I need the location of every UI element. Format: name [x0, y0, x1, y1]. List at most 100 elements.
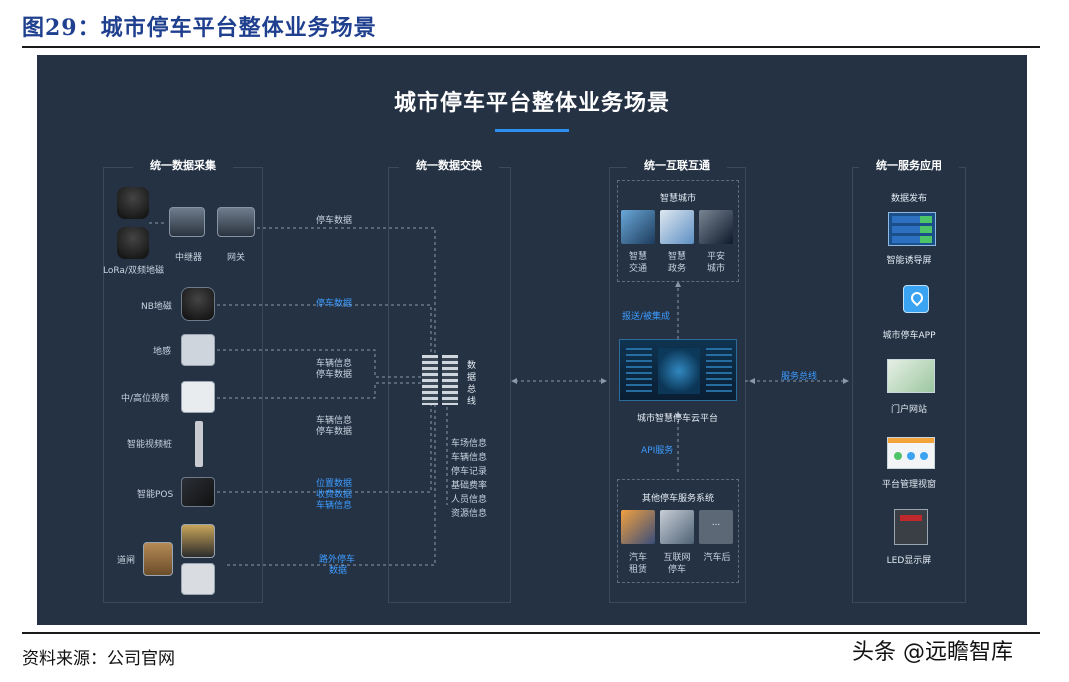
link-label-4a: 车辆信息: [316, 416, 353, 426]
video-camera: [181, 381, 215, 413]
app-label: 交通: [628, 264, 647, 274]
dashboard-panel: [626, 348, 652, 394]
app-label: 平安: [706, 252, 725, 262]
diagram-panel: 城市停车平台整体业务场景 统一数据采集 统一数据交换 统一互联互通 统一服务应用: [37, 55, 1027, 625]
relay-device: [169, 207, 205, 237]
link-label-5a: 位置数据: [316, 479, 353, 489]
arrow-left-exchange: [511, 378, 517, 384]
link-label-3a: 车辆信息: [316, 359, 353, 369]
app-photo-traffic: [621, 210, 655, 244]
sense-device: [181, 334, 215, 366]
exchange-item: 停车记录: [451, 467, 488, 477]
other-label: 互联网: [663, 553, 691, 563]
source-note: 资料来源：公司官网: [22, 649, 175, 669]
server-unit: [422, 355, 438, 405]
gate-camera-2: [181, 563, 215, 595]
bus-char-3: 总: [467, 385, 477, 395]
bus-char-2: 据: [467, 373, 477, 383]
pole-device: [195, 421, 203, 467]
arrow-up-report: [675, 281, 681, 287]
api-label: API服务: [641, 446, 674, 456]
link-label-3b: 停车数据: [316, 370, 353, 380]
exchange-item: 资源信息: [451, 509, 488, 519]
guide-row: [892, 236, 932, 243]
title-underline: [495, 129, 569, 132]
panel-title: 城市停车平台整体业务场景: [393, 91, 670, 116]
app-photo-gov: [660, 210, 694, 244]
pos-device: [181, 477, 215, 507]
col-head-collect: 统一数据采集: [133, 157, 233, 173]
col-head-interconnect: 统一互联互通: [627, 157, 727, 173]
led-label: LED显示屏: [886, 556, 932, 566]
other-label: 租赁: [628, 565, 647, 575]
relay-label: 中继器: [175, 253, 203, 263]
col-head-service: 统一服务应用: [859, 157, 959, 173]
smart-city-title: 智慧城市: [659, 194, 696, 204]
led-bar: [900, 515, 922, 521]
ellipsis-text: ...: [711, 518, 721, 528]
app-label: 城市停车APP: [882, 331, 936, 341]
mgmt-dot: [894, 452, 902, 460]
dashboard-panel: [706, 348, 732, 394]
mgmt-dot: [907, 452, 915, 460]
nb-sensor: [181, 287, 215, 321]
exchange-item: 车场信息: [451, 439, 488, 449]
link-label-1: 停车数据: [316, 216, 353, 226]
cloud-label: 城市智慧停车云平台: [636, 414, 718, 424]
gate-camera-1: [181, 524, 215, 558]
parking-app-icon: [903, 285, 929, 313]
portal-label: 门户网站: [890, 405, 927, 415]
line-sense: [217, 349, 422, 378]
lora-sensor-2: [117, 227, 149, 259]
mgmt-label: 平台管理视窗: [881, 480, 936, 490]
publish-label: 数据发布: [890, 194, 927, 204]
exchange-item: 车辆信息: [451, 453, 488, 463]
link-label-6b: 数据: [329, 566, 348, 576]
top-rule: [22, 46, 1040, 48]
other-systems-title: 其他停车服务系统: [641, 494, 714, 504]
video-label: 中/高位视频: [121, 394, 170, 404]
other-photo-rental: [621, 510, 655, 544]
pos-label: 智能POS: [137, 490, 174, 500]
gate-label: 道闸: [117, 556, 136, 566]
guide-row: [892, 226, 932, 233]
app-label: 政务: [667, 264, 686, 274]
guide-row: [892, 216, 932, 223]
server-rack: [422, 355, 460, 405]
figure-title: 图29：城市停车平台整体业务场景: [22, 15, 377, 41]
other-label: 汽车后: [703, 553, 731, 563]
portal-screen: [887, 359, 935, 393]
mgmt-window: [887, 437, 935, 469]
other-label: 停车: [667, 565, 686, 575]
arrow-right-service: [843, 378, 849, 384]
app-label: 城市: [706, 264, 725, 274]
cloud-dashboard: [619, 339, 737, 401]
arrow-up-api: [675, 411, 681, 417]
app-label: 智慧: [628, 252, 647, 262]
other-photo-internet: [660, 510, 694, 544]
lora-label: LoRa/双频地磁: [103, 266, 164, 276]
smart-city-box: [617, 180, 739, 282]
nb-label: NB地磁: [141, 302, 172, 312]
other-label: 汽车: [628, 553, 647, 563]
arrow-right-cloud: [601, 378, 607, 384]
pole-label: 智能视频桩: [127, 440, 173, 450]
line-video: [217, 382, 422, 399]
app-photo-safety: [699, 210, 733, 244]
gateway-device: [217, 207, 255, 237]
guide-screen: [888, 212, 936, 246]
bottom-rule: [22, 632, 1040, 634]
other-systems-box: [617, 479, 739, 583]
app-label: 智慧: [667, 252, 686, 262]
watermark: 头条 @远瞻智库: [852, 640, 1013, 665]
bus-char-1: 数: [467, 361, 477, 371]
sense-label: 地感: [153, 347, 172, 357]
gateway-label: 网关: [227, 253, 246, 263]
lora-sensor-1: [117, 187, 149, 219]
dashboard-map: [658, 348, 700, 394]
gate-device: [143, 542, 173, 576]
led-screen: [894, 509, 928, 545]
arrow-left-cloud: [749, 378, 755, 384]
line-pos: [217, 388, 432, 493]
line-gateway: [257, 227, 436, 366]
